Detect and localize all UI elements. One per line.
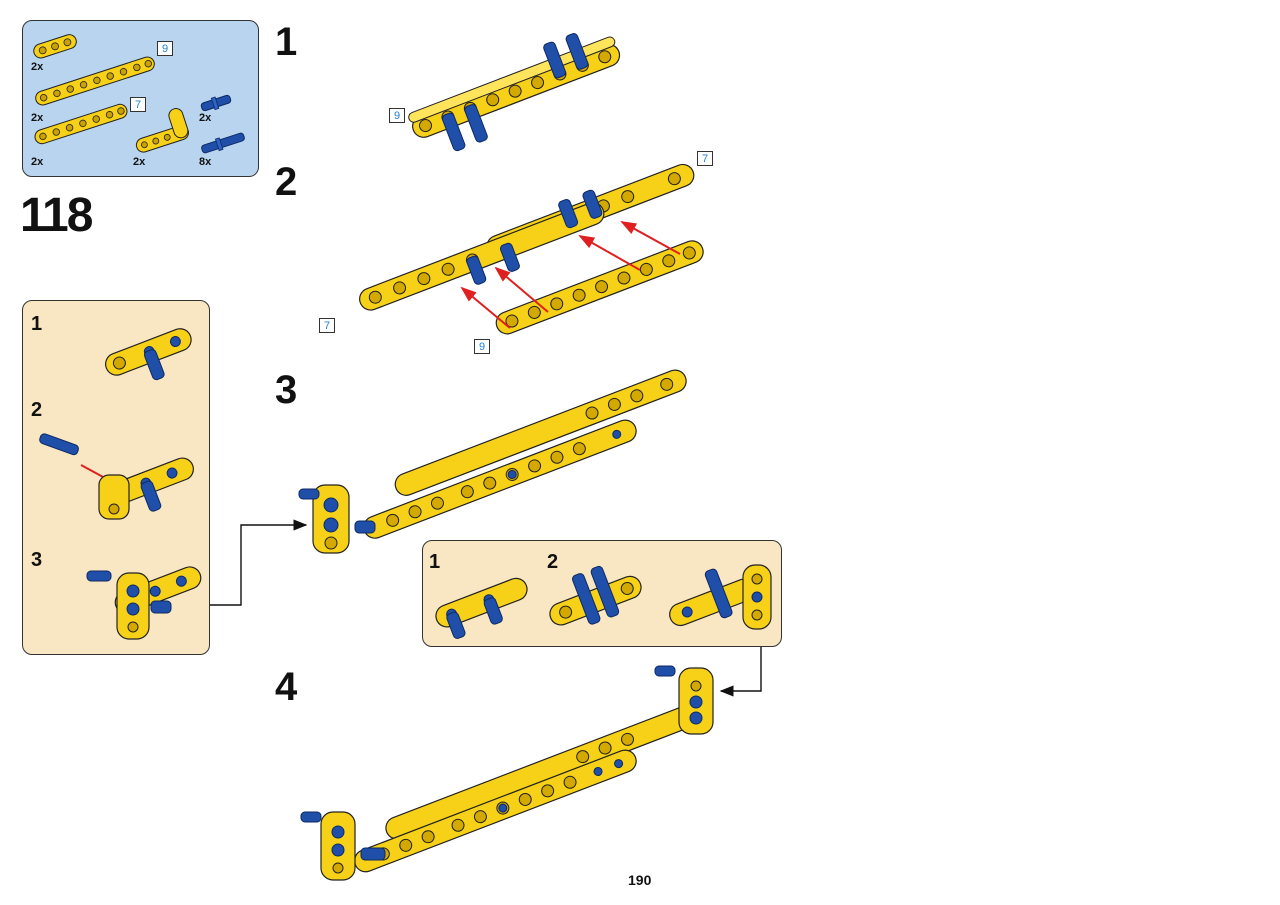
qty-angle-beam: 2x <box>133 156 146 168</box>
step-2-length-tag-back: 7 <box>697 151 713 166</box>
pin-long-part <box>201 132 245 154</box>
angle-beam-part <box>135 108 189 153</box>
beam-3-part <box>33 34 77 59</box>
step-1-length-tag: 9 <box>389 108 405 123</box>
sub-right-step-3-illustration <box>669 564 772 630</box>
sub-assembly-left-box: 1 2 3 <box>22 300 210 655</box>
pin-short-part <box>200 94 232 112</box>
main-step-number: 118 <box>20 189 93 242</box>
length-tag-9: 9 <box>157 41 173 56</box>
step-1-illustration <box>408 33 621 152</box>
page-number: 190 <box>628 872 652 888</box>
sub-left-step-2: 2 <box>31 399 43 421</box>
sub-right-step-1-illustration <box>435 577 528 639</box>
connector-arrow-left <box>210 519 308 606</box>
sub-left-step-2-illustration <box>39 433 194 520</box>
qty-beam-3: 2x <box>31 61 44 73</box>
step-3-illustration <box>298 369 687 554</box>
beam-9-part <box>35 56 155 106</box>
step-2-length-tag-front: 9 <box>474 339 490 354</box>
length-tag-7: 7 <box>130 97 146 112</box>
sub-left-step-1: 1 <box>31 313 43 335</box>
step-2-illustration <box>359 163 704 335</box>
qty-pin-short: 2x <box>199 112 212 124</box>
step-4-label: 4 <box>275 665 298 709</box>
sub-right-step-2-illustration <box>549 565 642 626</box>
sub-right-step-2: 2 <box>547 551 559 573</box>
step-4-illustration <box>300 665 714 881</box>
sub-right-step-1: 1 <box>429 551 441 573</box>
sub-left-step-3: 3 <box>31 549 43 571</box>
connector-arrow-right <box>719 647 762 697</box>
step-3-label: 3 <box>275 368 298 412</box>
beam-7-part <box>34 103 128 145</box>
qty-pin-long: 8x <box>199 156 212 168</box>
sub-assembly-right-box: 1 2 <box>422 540 782 647</box>
step-2-length-tag-left: 7 <box>319 318 335 333</box>
step-2-label: 2 <box>275 160 298 204</box>
parts-list-box: 2x 9 2x 7 2x <box>22 20 259 177</box>
step-1-label: 1 <box>275 20 298 64</box>
qty-beam-9: 2x <box>31 112 44 124</box>
qty-beam-7: 2x <box>31 156 44 168</box>
sub-left-step-3-illustration <box>86 566 202 640</box>
sub-left-step-1-illustration <box>105 328 192 381</box>
